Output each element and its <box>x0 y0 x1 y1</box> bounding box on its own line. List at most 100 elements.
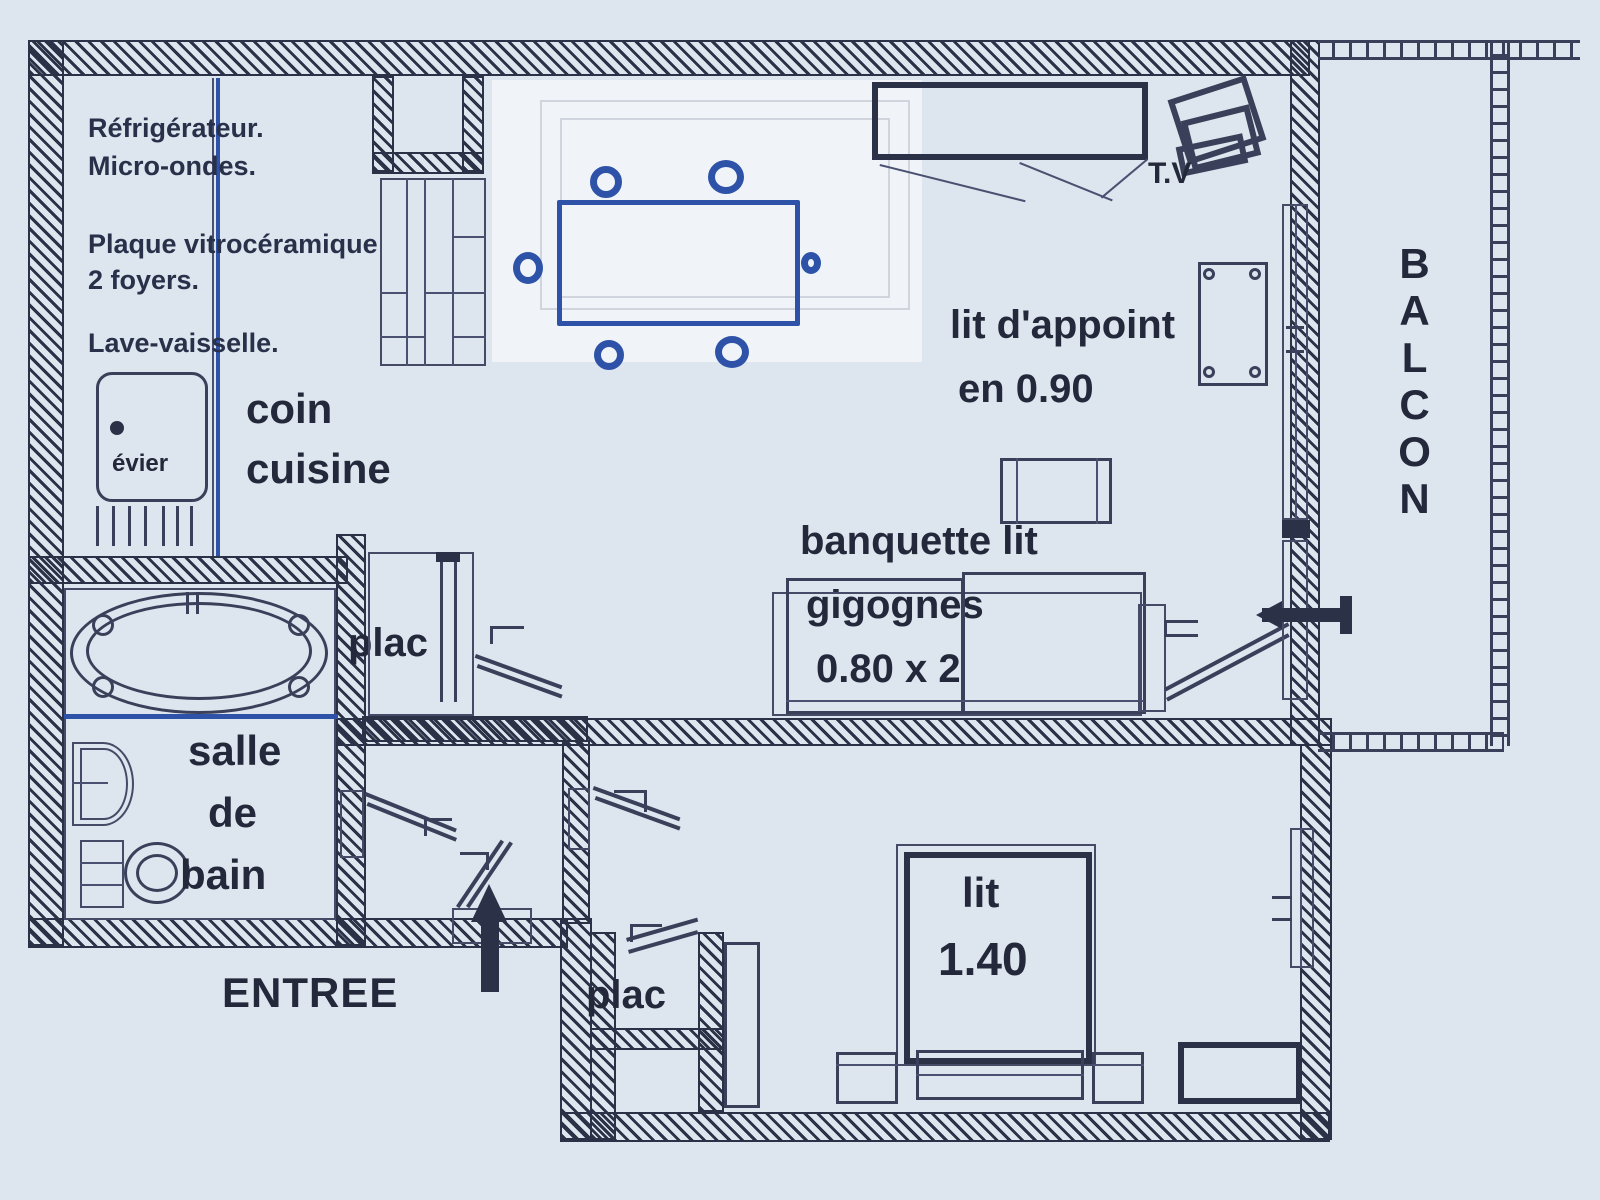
sink-label: évier <box>112 450 169 477</box>
bathroom-boundary <box>64 588 336 920</box>
nightstand-right-line <box>1092 1064 1144 1066</box>
wall-hall-top <box>362 716 588 742</box>
closet-1-box <box>368 552 474 716</box>
bedroom-window <box>1290 828 1314 968</box>
dining-chair <box>513 252 543 284</box>
extra-bed-label-line-2: en 0.90 <box>958 367 1094 411</box>
banquette-foot-line <box>786 700 1144 702</box>
kitchen-note-line-5: Lave-vaisselle. <box>88 328 279 358</box>
banquette-bed-outer <box>772 592 1142 716</box>
bathtub-tap-icon <box>196 592 199 614</box>
window-jamb <box>1282 520 1310 538</box>
sliding-window-catch <box>1286 350 1304 353</box>
cabinet-divider <box>452 336 486 338</box>
dining-chair <box>801 252 821 274</box>
side-cabinet-divider <box>1096 458 1098 524</box>
closet-2-handle-icon <box>630 924 633 942</box>
cabinet-divider <box>380 292 406 294</box>
kitchen-note-line-1: Réfrigérateur. <box>88 113 264 143</box>
balcony-railing-bottom <box>1318 732 1504 752</box>
wall-left-lower <box>560 918 592 1140</box>
sink-symbol <box>96 372 208 502</box>
bedroom-window-mullion <box>1300 828 1302 968</box>
wall-left <box>28 40 64 946</box>
living-counter <box>872 82 1148 160</box>
nightstand-left-line <box>836 1064 898 1066</box>
wall-top <box>28 40 1310 76</box>
wall-bottom-bedroom <box>560 1112 1330 1142</box>
closet-2-handle-icon <box>630 924 662 927</box>
toilet-cistern-line <box>80 884 124 886</box>
cabinet-divider <box>380 336 424 338</box>
nightstand-left <box>836 1052 898 1104</box>
balcony-door-handle-icon <box>1164 620 1198 623</box>
bathtub-foot-icon <box>288 676 310 698</box>
cabinet-divider <box>452 178 454 366</box>
whiteout-patch <box>492 80 922 362</box>
pen-partition-line <box>216 78 220 556</box>
bathtub-foot-icon <box>92 614 114 636</box>
toilet-cistern-line <box>80 862 124 864</box>
bathroom-door-leaf <box>364 792 457 833</box>
banquette-bed-left <box>786 578 964 714</box>
bed-label-line-1: lit <box>962 869 1000 916</box>
washbasin <box>72 742 134 826</box>
entrance-arrow-shaft <box>481 918 499 992</box>
tv-label: T.V <box>1148 157 1192 190</box>
toilet-cistern <box>80 840 124 908</box>
extra-bed-label-line-1: lit d'appoint <box>950 303 1176 347</box>
drainer-groove <box>96 506 99 546</box>
washbasin-bowl <box>80 748 128 820</box>
banquette-side-panel <box>1138 604 1166 712</box>
sink-drain-icon <box>110 421 124 435</box>
toilet-bowl-inner <box>136 854 178 892</box>
bed-double-outline <box>896 844 1096 1066</box>
counter-leader <box>1100 158 1148 199</box>
cabinet-divider <box>424 178 426 366</box>
dining-chair <box>715 336 749 368</box>
banquette-label-line-1: banquette lit <box>800 519 1038 563</box>
wardrobe-panel <box>724 942 760 1108</box>
cabinet-divider <box>406 178 408 366</box>
sliding-window-mullion <box>1295 204 1297 520</box>
toilet-bowl <box>124 842 190 904</box>
side-cabinet-divider <box>1016 458 1018 524</box>
wall-closet2-divider <box>590 1028 724 1050</box>
extra-bed-corner-icon <box>1203 366 1215 378</box>
kitchen-note-line-3: Plaque vitrocéramique <box>88 229 378 259</box>
drainer-groove <box>112 506 115 546</box>
balcony-railing-top <box>1318 40 1580 60</box>
bathroom-door-handle-icon <box>424 818 427 836</box>
hall-door-handle-icon <box>614 790 646 793</box>
wall-kitchen-bath <box>28 556 348 584</box>
hall-door-handle-icon <box>644 790 647 812</box>
wall-alcove-bottom <box>372 152 484 174</box>
dining-table <box>557 200 800 326</box>
extra-bed <box>1198 262 1268 386</box>
bedroom-window-catch <box>1272 918 1292 921</box>
ghost-outline <box>540 100 910 310</box>
closet-1-jamb <box>436 552 460 562</box>
bedroom-window-catch <box>1272 896 1292 899</box>
drainer-groove <box>176 506 179 546</box>
kitchen-label-line-2: cuisine <box>246 445 391 492</box>
bathroom-label-line-2: de <box>208 789 258 836</box>
drainer-groove <box>128 506 131 546</box>
bathtub-foot-icon <box>92 676 114 698</box>
extra-bed-corner-icon <box>1203 268 1215 280</box>
kitchen-label-line-1: coin <box>246 385 333 432</box>
sliding-window-catch <box>1286 326 1304 329</box>
washbasin-tap-icon <box>72 782 108 784</box>
bed-double <box>904 852 1092 1064</box>
bathroom-door-leaf <box>366 802 458 842</box>
closet-1-door-panel <box>454 556 457 702</box>
bathroom-door-handle-icon <box>424 818 452 821</box>
bathtub-outer <box>70 592 328 714</box>
counter-leader <box>1019 162 1113 202</box>
side-cabinet <box>1000 458 1112 524</box>
drainer-groove <box>190 506 193 546</box>
bathtub-foot-icon <box>288 614 310 636</box>
bathroom-door-frame <box>340 790 364 858</box>
closet-door-handle-icon <box>490 626 493 644</box>
bathroom-label-line-1: salle <box>188 727 282 774</box>
